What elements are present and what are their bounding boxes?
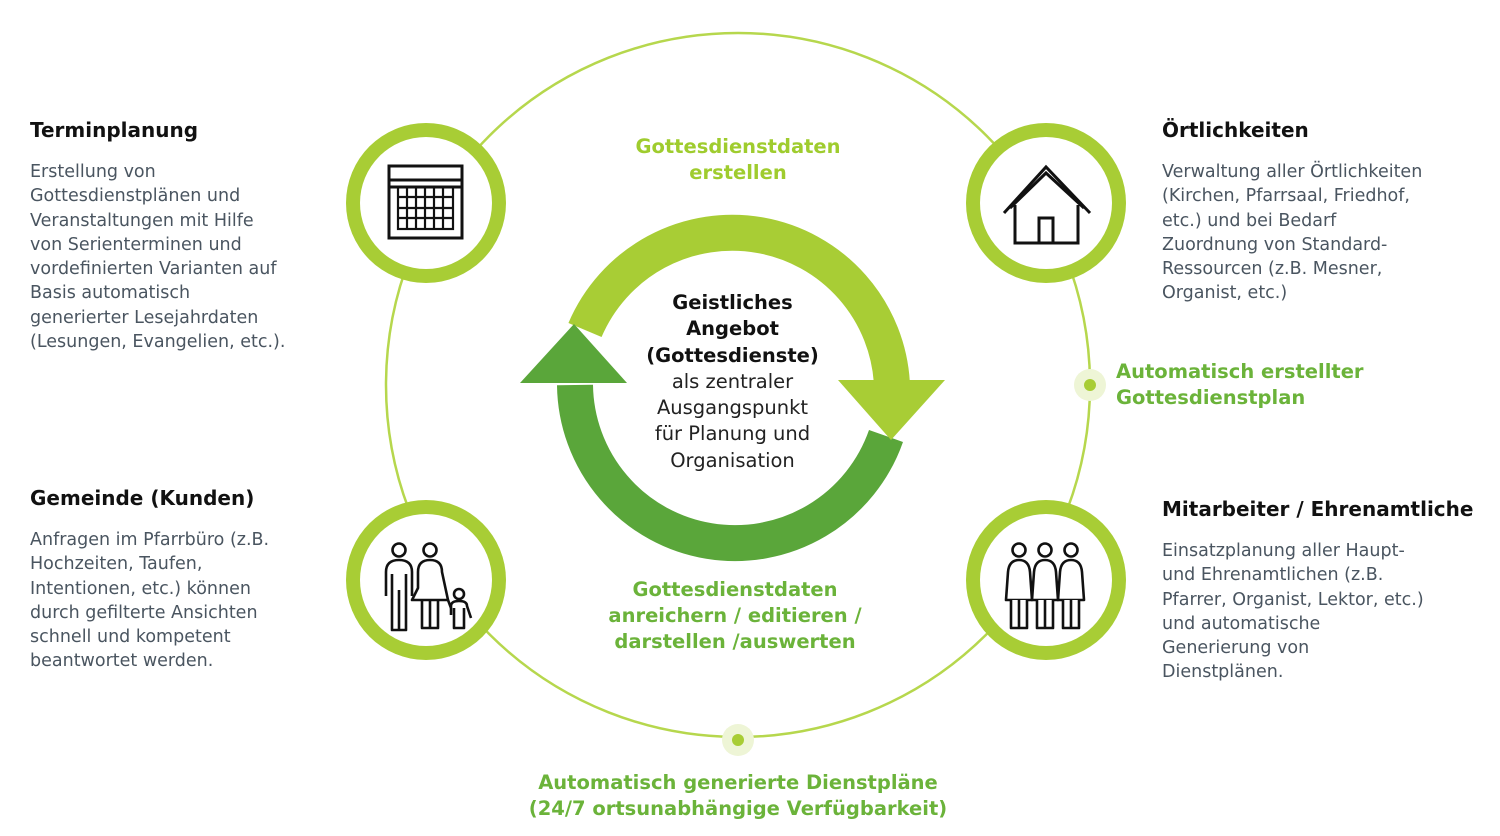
center-bold-text: Geistliches Angebot (Gottesdienste) — [646, 291, 819, 367]
upper-arc — [568, 214, 910, 387]
block-title-oertlichkeiten: Örtlichkeiten — [1162, 118, 1309, 142]
block-oertlichkeiten: Örtlichkeiten Verwaltung aller Örtlichke… — [1162, 118, 1482, 306]
block-text-gemeinde: Anfragen im Pfarrbüro (z.B. Hochzeiten, … — [30, 530, 270, 672]
milestone-dot-right — [1074, 369, 1106, 401]
block-terminplanung: Terminplanung Erstellung von Gottesdiens… — [30, 118, 330, 354]
family-icon — [384, 542, 473, 632]
cycle-arrows — [520, 214, 945, 562]
block-title-terminplanung: Terminplanung — [30, 118, 199, 142]
cycle-top-label: Gottesdienstdaten erstellen — [635, 135, 841, 184]
block-text-mitarbeiter: Einsatzplanung aller Haupt- und Ehrenamt… — [1162, 541, 1424, 683]
block-text-oertlichkeiten: Verwaltung aller Örtlichkeiten (Kirchen,… — [1162, 162, 1423, 304]
left-arrowhead — [520, 324, 627, 383]
block-title-mitarbeiter: Mitarbeiter / Ehrenamtliche — [1162, 497, 1474, 521]
calendar-icon — [387, 164, 464, 240]
lower-arc — [557, 384, 903, 562]
milestone-dot-bottom — [722, 724, 754, 756]
circle-gemeinde — [346, 500, 506, 660]
block-text-terminplanung: Erstellung von Gottesdienstplänen und Ve… — [30, 162, 286, 353]
block-mitarbeiter: Mitarbeiter / Ehrenamtliche Einsatzplanu… — [1162, 497, 1492, 685]
milestone-bottom-label: Automatisch generierte Dienstpläne (24/7… — [528, 771, 948, 820]
circle-oertlichkeiten — [966, 123, 1126, 283]
right-arrowhead — [838, 380, 945, 440]
milestone-right-label: Automatisch erstellter Gottesdienstplan — [1116, 360, 1364, 409]
block-title-gemeinde: Gemeinde (Kunden) — [30, 486, 255, 510]
staff-group-icon — [1004, 542, 1086, 630]
center-text: Geistliches Angebot (Gottesdienste) als … — [620, 290, 845, 474]
cycle-bottom-label: Gottesdienstdaten anreichern / editieren… — [608, 578, 862, 653]
house-icon — [1002, 164, 1092, 245]
center-normal-text: als zentraler Ausgangspunkt für Planung … — [654, 369, 811, 472]
block-gemeinde: Gemeinde (Kunden) Anfragen im Pfarrbüro … — [30, 486, 330, 674]
